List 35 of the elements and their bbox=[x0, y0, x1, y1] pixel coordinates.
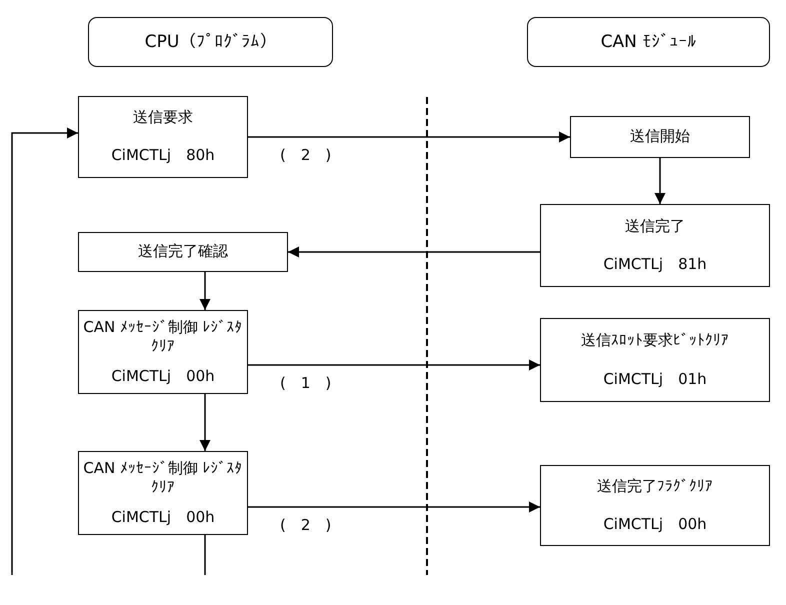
arrow bbox=[654, 158, 666, 204]
process-box bbox=[540, 204, 770, 287]
box-text: 送信完了ﾌﾗｸﾞｸﾘｱ bbox=[597, 477, 713, 496]
box-text: CAN ﾒｯｾｰｼﾞ制御 ﾚｼﾞｽﾀｸﾘｱ bbox=[83, 458, 243, 498]
process-box bbox=[78, 310, 248, 394]
header-title: CAN ﾓｼﾞｭｰﾙ bbox=[600, 30, 696, 54]
box-text: 送信要求 bbox=[133, 108, 193, 128]
box-text: CiMCTLj 81h bbox=[603, 255, 707, 274]
arrow bbox=[248, 360, 540, 370]
connector-line bbox=[204, 535, 206, 575]
process-box bbox=[78, 232, 288, 272]
process-box bbox=[540, 318, 770, 402]
box-text: 送信ｽﾛｯﾄ要求ﾋﾞｯﾄｸﾘｱ bbox=[581, 330, 729, 350]
arrow bbox=[200, 394, 210, 451]
process-box bbox=[540, 465, 770, 546]
box-text: 送信開始 bbox=[630, 127, 690, 147]
header-title: CPU（ﾌﾟﾛｸﾞﾗﾑ） bbox=[144, 30, 276, 54]
process-box bbox=[570, 116, 750, 158]
arrow bbox=[248, 502, 540, 512]
header-box bbox=[527, 17, 770, 67]
box-text: CiMCTLj 00h bbox=[603, 514, 707, 534]
arrow bbox=[248, 132, 570, 142]
box-text: CiMCTLj 00h bbox=[111, 366, 215, 386]
arrow bbox=[200, 272, 210, 310]
arrow bbox=[288, 246, 540, 258]
arrow bbox=[11, 128, 78, 575]
header-box bbox=[88, 17, 333, 67]
box-text: 送信完了確認 bbox=[138, 242, 228, 262]
box-text: CiMCTLj 00h bbox=[111, 508, 215, 528]
process-box bbox=[78, 96, 248, 178]
box-text: CiMCTLj 01h bbox=[603, 370, 707, 390]
box-text: CAN ﾒｯｾｰｼﾞ制御 ﾚｼﾞｽﾀｸﾘｱ bbox=[83, 318, 243, 357]
box-text: CiMCTLj 80h bbox=[111, 146, 215, 166]
process-box bbox=[78, 451, 248, 535]
box-text: 送信完了 bbox=[625, 216, 685, 236]
